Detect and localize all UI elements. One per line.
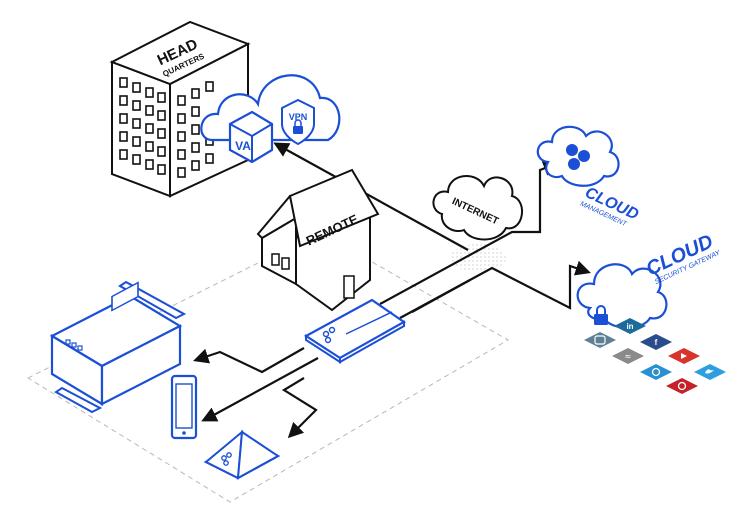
youtube-icon[interactable] — [668, 348, 700, 364]
remote-door — [343, 275, 355, 299]
pinterest-icon[interactable] — [666, 378, 698, 394]
virtual-appliance-label: VA — [235, 139, 251, 153]
twitter-icon[interactable] — [694, 364, 726, 380]
rss-icon[interactable]: ≈ — [612, 348, 644, 364]
cloud-management-icon[interactable] — [536, 125, 620, 187]
virtual-appliance[interactable]: VA — [228, 110, 274, 164]
tablet-device[interactable] — [170, 374, 198, 440]
facebook-icon[interactable]: f — [640, 334, 672, 350]
internet-cloud: INTERNET — [432, 174, 524, 241]
router-logo-icon — [322, 326, 336, 344]
printer-screen — [111, 281, 139, 312]
vpn-shield-icon: VPN — [281, 98, 315, 146]
linkedin-icon[interactable]: in — [614, 318, 646, 334]
social-media-icons: in f ≈ — [584, 318, 726, 394]
vpn-lock-icon — [293, 126, 303, 134]
cloud-security-gateway-icon[interactable] — [576, 263, 668, 329]
headquarters-building[interactable]: HEAD QUARTERS — [109, 20, 251, 198]
network-haze — [450, 244, 506, 272]
printer[interactable] — [49, 280, 187, 414]
instagram-icon[interactable] — [584, 332, 616, 348]
tablet-screen — [175, 383, 193, 429]
access-point-logo-icon — [221, 452, 232, 466]
connection-lines — [193, 142, 591, 439]
cloud-management-label: CLOUD MANAGEMENT — [579, 184, 642, 228]
remote-router[interactable] — [303, 298, 407, 364]
remote-house[interactable]: REMOTE — [256, 168, 380, 312]
headquarters-windows — [119, 77, 214, 178]
remote-window-left — [271, 253, 280, 266]
vpn-label: VPN — [289, 112, 308, 122]
remote-window-right — [281, 257, 290, 270]
cloud-management-hex-icon — [566, 144, 578, 156]
tablet-home-button — [182, 431, 186, 435]
svg-text:in: in — [626, 322, 633, 331]
remote-zone-outline — [26, 231, 509, 503]
svg-text:≈: ≈ — [625, 352, 632, 361]
gateway-lock-icon — [594, 314, 608, 325]
cloud-security-label: CLOUD SECURITY GATEWAY — [643, 231, 723, 286]
skype-icon[interactable] — [640, 364, 672, 380]
printer-buttons — [65, 339, 83, 351]
access-point[interactable] — [203, 429, 281, 480]
svg-text:f: f — [655, 338, 658, 347]
